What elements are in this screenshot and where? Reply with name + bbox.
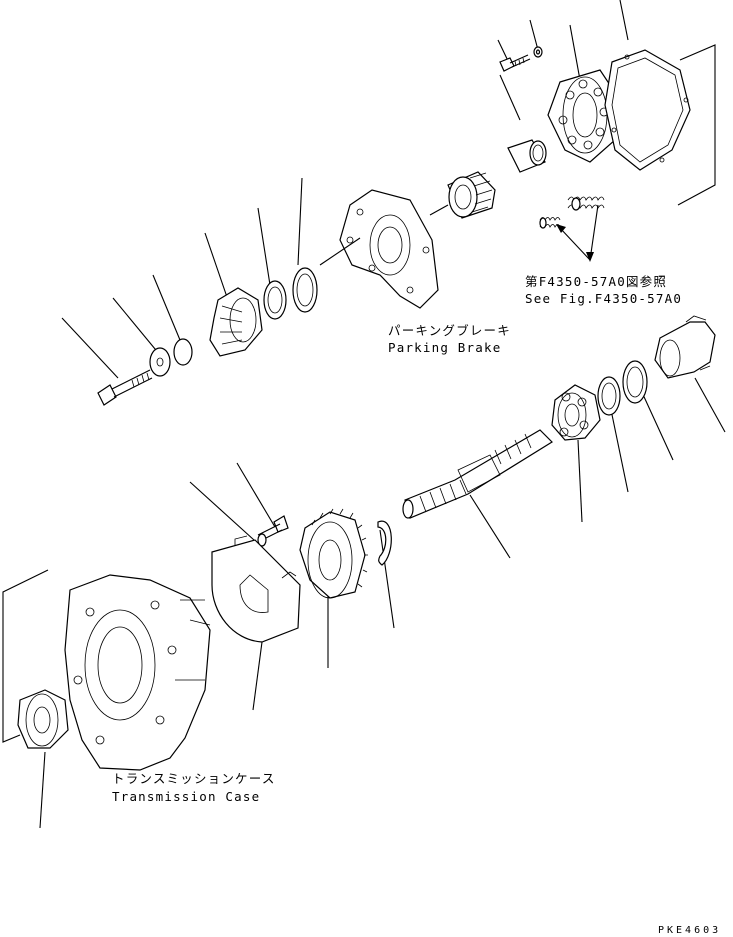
oil-seal-2 <box>263 280 287 320</box>
bolt-left <box>97 369 153 406</box>
ball-bearing-right <box>551 384 601 441</box>
parking-brake-housing <box>319 189 439 309</box>
gasket-top <box>604 49 691 171</box>
gear <box>299 508 368 599</box>
yoke-right <box>654 315 716 379</box>
parking-brake-label-en: Parking Brake <box>388 340 502 355</box>
callout-lines-top <box>497 0 716 206</box>
output-shaft <box>402 429 553 519</box>
roller-bearing-mid <box>447 171 496 219</box>
reference-label-en: See Fig.F4350-57A0 <box>525 291 683 306</box>
callout-lines-bottom <box>2 569 49 829</box>
drawing-code: PKE4603 <box>658 925 722 936</box>
bearing-bottom <box>17 689 69 749</box>
snap-ring <box>377 520 392 566</box>
bolt-small-top <box>499 54 531 72</box>
yoke-flange <box>209 287 263 357</box>
o-ring <box>173 338 193 366</box>
brake-plate <box>547 69 621 163</box>
callout-lines-upper-left <box>61 177 303 379</box>
oil-seal-1 <box>292 267 318 313</box>
transmission-case-label-jp: トランスミッションケース <box>112 771 276 786</box>
transmission-case-label-en: Transmission Case <box>112 789 261 804</box>
sleeve <box>507 139 547 173</box>
callout-lines-right <box>469 377 726 559</box>
guard-cover <box>211 535 301 643</box>
thick-washer <box>149 347 171 377</box>
oil-seal-right-2 <box>597 376 621 416</box>
reference-label-jp: 第F4350-57A0図参照 <box>525 274 668 289</box>
washer-top <box>533 46 543 58</box>
bolt-guard <box>257 515 289 547</box>
transmission-case <box>64 574 211 771</box>
callout-lines-lower <box>189 462 395 711</box>
springs <box>539 196 605 262</box>
oil-seal-right-1 <box>622 360 648 404</box>
parking-brake-label-jp: パーキングブレーキ <box>388 323 511 338</box>
